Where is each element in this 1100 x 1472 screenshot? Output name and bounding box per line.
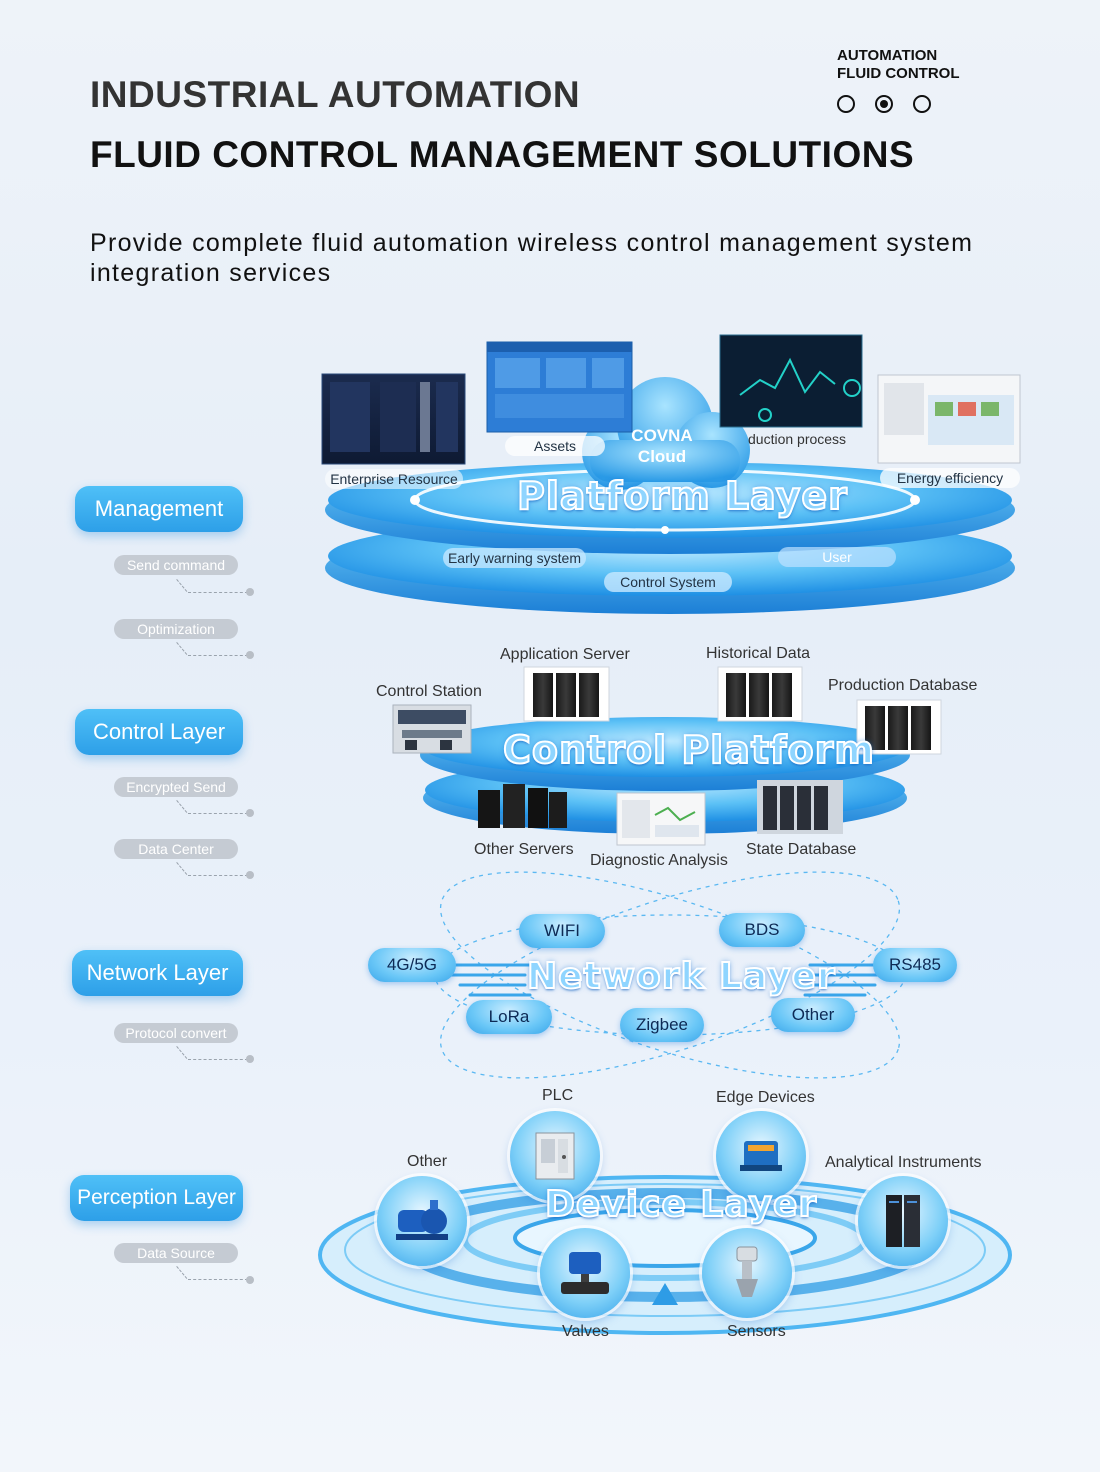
label-plc: PLC: [542, 1087, 574, 1104]
tag-send-command: Send command: [114, 555, 238, 575]
label-sensors: Sensors: [727, 1323, 786, 1340]
leader-dot: [246, 809, 254, 817]
cloud-line-1: COVNA: [631, 426, 693, 445]
leader-dot: [246, 1276, 254, 1284]
leader-dot: [246, 651, 254, 659]
tag-data-source: Data Source: [114, 1243, 238, 1263]
page-dot-3[interactable]: [913, 95, 931, 113]
diagnostic-analysis-image: [616, 792, 706, 846]
instrument-rack-icon: [886, 1195, 920, 1247]
label-production-database: Production Database: [828, 677, 978, 694]
leader-line: [188, 813, 248, 814]
network-layer-pill[interactable]: Network Layer: [72, 950, 243, 996]
label-energy-efficiency: Energy efficiency: [880, 468, 1020, 488]
perception-layer-pill[interactable]: Perception Layer: [70, 1175, 243, 1221]
label-other-device: Other: [407, 1153, 448, 1170]
net-node-4g5g: 4G/5G: [368, 948, 456, 982]
production-database-rack: [856, 699, 942, 755]
historical-data-rack: [717, 666, 803, 722]
enterprise-resource-screen: [321, 373, 466, 465]
leader-line: [188, 1059, 248, 1060]
covna-cloud: [582, 377, 750, 490]
valve-icon: [561, 1252, 609, 1294]
subtitle: Provide complete fluid automation wirele…: [90, 229, 974, 287]
signal-beams-3: [637, 1075, 687, 1150]
assets-screen: [486, 341, 633, 433]
label-valves: Valves: [562, 1323, 609, 1340]
cloud-line-2: Cloud: [637, 447, 687, 466]
tag-data-center: Data Center: [114, 839, 238, 859]
pagination-dots: [837, 95, 931, 113]
cloud-label: COVNA Cloud: [620, 425, 704, 467]
platform-disc-top: [328, 462, 1012, 538]
label-user: User: [778, 547, 896, 567]
leader-line: [188, 592, 248, 593]
corner-line-1: AUTOMATION: [837, 47, 938, 64]
sensor-device: [702, 1228, 792, 1318]
label-analytical-instruments: Analytical Instruments: [825, 1154, 982, 1171]
other-device-pump: [377, 1176, 467, 1266]
net-node-bds: BDS: [719, 913, 805, 947]
label-assets: Assets: [505, 436, 605, 456]
signal-beams-2: [644, 880, 689, 935]
label-edge-devices: Edge Devices: [716, 1089, 815, 1106]
label-enterprise-resource: Enterprise Resource: [325, 469, 463, 489]
analytical-instrument: [858, 1176, 948, 1266]
other-servers-image: [478, 784, 567, 828]
leader-dot: [246, 588, 254, 596]
label-historical-data: Historical Data: [706, 645, 811, 662]
title-line-2: FLUID CONTROL MANAGEMENT SOLUTIONS: [90, 134, 915, 175]
title-line-1: INDUSTRIAL AUTOMATION: [90, 74, 581, 115]
label-early-warning: Early warning system: [443, 548, 586, 568]
label-other-servers: Other Servers: [474, 841, 574, 858]
label-control-station: Control Station: [376, 683, 482, 700]
tag-protocol-convert: Protocol convert: [114, 1023, 238, 1043]
tag-optimization: Optimization: [114, 619, 238, 639]
signal-beams-1: [644, 625, 689, 700]
leader-dot: [246, 871, 254, 879]
label-production-process: duction process: [748, 431, 847, 447]
device-layer-title: Device Layer: [544, 1183, 818, 1226]
label-diagnostic-analysis: Diagnostic Analysis: [590, 852, 728, 869]
tag-encrypted-send: Encrypted Send: [114, 777, 238, 797]
leader-line: [188, 875, 248, 876]
plc-device: [510, 1111, 600, 1201]
energy-efficiency-screen: [877, 374, 1021, 464]
management-pill[interactable]: Management: [75, 486, 243, 532]
corner-label: AUTOMATION FLUID CONTROL: [837, 47, 959, 83]
page-dot-2[interactable]: [875, 95, 893, 113]
pump-icon: [396, 1200, 448, 1240]
leader-line: [188, 655, 248, 656]
leader-dot: [246, 1055, 254, 1063]
network-speed-lines: [448, 963, 882, 997]
application-server-rack: [523, 666, 610, 722]
edge-device: [716, 1111, 806, 1201]
sensor-icon: [736, 1246, 758, 1297]
net-node-lora: LoRa: [466, 1000, 552, 1034]
label-state-database: State Database: [746, 841, 857, 858]
label-application-server: Application Server: [500, 646, 630, 663]
platform-disc-group: [325, 462, 1015, 614]
production-process-screen: [719, 334, 863, 428]
control-platform-title: Control Platform: [502, 727, 875, 773]
net-node-rs485: RS485: [873, 948, 957, 982]
leader-line: [188, 1279, 248, 1280]
corner-line-2: FLUID CONTROL: [837, 65, 960, 82]
network-layer-title: Network Layer: [526, 955, 836, 998]
control-layer-pill[interactable]: Control Layer: [75, 709, 243, 755]
net-node-zigbee: Zigbee: [620, 1008, 704, 1042]
control-station-image: [392, 704, 472, 754]
page-dot-1[interactable]: [837, 95, 855, 113]
valve-device: [540, 1228, 630, 1318]
net-node-wifi: WIFI: [519, 914, 605, 948]
edge-gateway-icon: [740, 1141, 782, 1171]
label-control-system: Control System: [604, 572, 732, 592]
state-database-image: [757, 780, 843, 834]
plc-cabinet-icon: [535, 1132, 575, 1180]
net-node-other: Other: [771, 998, 855, 1032]
platform-layer-title: Platform Layer: [516, 473, 848, 519]
